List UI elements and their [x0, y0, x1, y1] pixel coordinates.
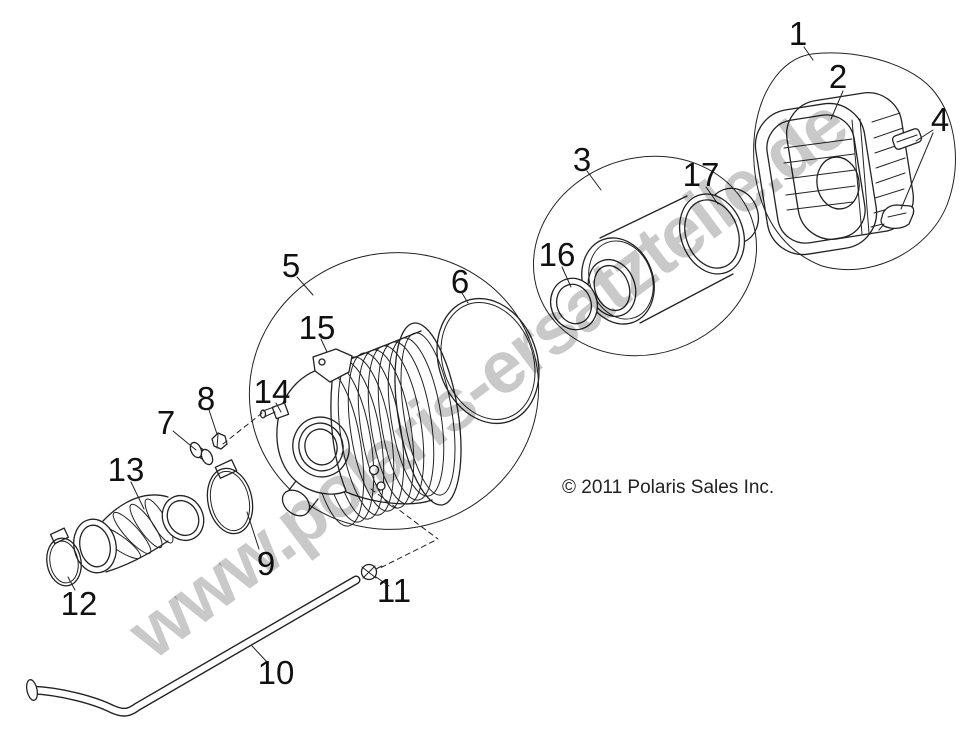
part-clamp-9 — [206, 459, 254, 535]
callout-label-14: 14 — [254, 373, 291, 410]
callout-label-4: 4 — [931, 101, 949, 138]
copyright-text: © 2011 Polaris Sales Inc. — [562, 477, 775, 498]
part-filter — [581, 187, 760, 325]
callout-bubble-filter — [532, 155, 758, 357]
callout-label-12: 12 — [61, 585, 98, 622]
assembly-axis-lines — [222, 412, 439, 570]
part-clamp-12 — [46, 527, 82, 587]
part-airbox-body — [259, 322, 462, 527]
part-hose — [73, 494, 205, 574]
callout-bubbles — [248, 52, 956, 530]
part-oring — [436, 297, 540, 425]
part-fitting-11 — [360, 563, 383, 581]
part-nut — [211, 432, 228, 450]
part-seal — [549, 277, 599, 331]
callout-label-10: 10 — [258, 654, 295, 691]
callout-bubble-cover — [753, 52, 956, 271]
callout-label-8: 8 — [197, 380, 215, 417]
callout-label-17: 17 — [683, 156, 720, 193]
callout-label-3: 3 — [573, 141, 591, 178]
callout-label-7: 7 — [157, 404, 175, 441]
callout-label-15: 15 — [299, 309, 336, 346]
callout-label-13: 13 — [108, 451, 145, 488]
part-spacer — [189, 441, 214, 466]
callout-label-9: 9 — [257, 545, 275, 582]
part-bracket — [312, 348, 353, 383]
leader-lines — [67, 46, 934, 663]
callout-label-1: 1 — [789, 15, 807, 52]
callout-label-2: 2 — [829, 58, 847, 95]
part-cover — [754, 92, 914, 256]
callout-label-5: 5 — [282, 247, 300, 284]
callout-label-16: 16 — [539, 236, 576, 273]
callout-label-11: 11 — [377, 572, 411, 609]
part-drain-tube — [25, 575, 361, 717]
part-clips — [878, 128, 923, 231]
callout-labels: 1 2 3 4 5 6 7 8 9 10 11 12 13 14 15 16 1… — [61, 15, 950, 691]
callout-bubble-airbox — [248, 252, 540, 530]
callout-label-6: 6 — [451, 263, 469, 300]
